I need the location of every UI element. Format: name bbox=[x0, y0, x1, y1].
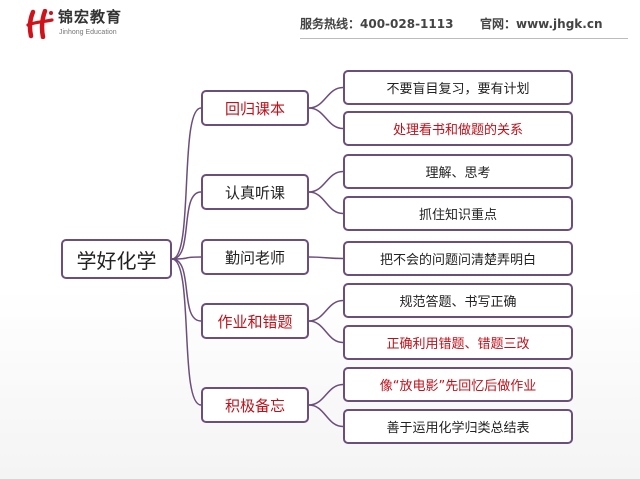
leaf-node: 把不会的问题问清楚弄明白 bbox=[343, 241, 573, 276]
leaf-node: 善于运用化学归类总结表 bbox=[343, 409, 573, 444]
leaf-node: 处理看书和做题的关系 bbox=[343, 111, 573, 146]
root-branch-connector bbox=[171, 258, 202, 406]
root-branch-connector bbox=[171, 258, 202, 322]
header: 锦宏教育 Jinhong Education 服务热线：400-028-1113… bbox=[0, 0, 640, 46]
branch-leaf-connector bbox=[308, 170, 344, 193]
hotline-text: 服务热线：400-028-1113 bbox=[300, 17, 454, 31]
branch-node: 作业和错题 bbox=[201, 303, 309, 339]
leaf-node: 像“放电影”先回忆后做作业 bbox=[343, 367, 573, 402]
branch-leaf-connector bbox=[308, 404, 344, 428]
root-branch-connector bbox=[171, 191, 202, 260]
branch-leaf-connector bbox=[308, 256, 344, 260]
leaf-node: 抓住知识重点 bbox=[343, 196, 573, 231]
logo-subtitle: Jinhong Education bbox=[59, 29, 117, 36]
jinhong-logo-icon bbox=[26, 9, 54, 39]
branch-leaf-connector bbox=[308, 191, 344, 215]
leaf-node: 不要盲目复习，要有计划 bbox=[343, 70, 573, 105]
branch-leaf-connector bbox=[308, 320, 344, 344]
branch-leaf-connector bbox=[308, 107, 344, 130]
branch-leaf-connector bbox=[308, 383, 344, 406]
branch-node: 回归课本 bbox=[201, 90, 309, 126]
branch-leaf-connector bbox=[308, 86, 344, 109]
header-divider bbox=[300, 38, 628, 39]
branch-leaf-connector bbox=[308, 299, 344, 322]
logo-text: 锦宏教育 bbox=[58, 8, 123, 26]
leaf-node: 正确利用错题、错题三改 bbox=[343, 325, 573, 360]
root-node: 学好化学 bbox=[61, 239, 172, 279]
leaf-node: 理解、思考 bbox=[343, 154, 573, 189]
root-branch-connector bbox=[171, 107, 202, 260]
leaf-node: 规范答题、书写正确 bbox=[343, 283, 573, 318]
branch-node: 勤问老师 bbox=[201, 239, 309, 275]
branch-node: 积极备忘 bbox=[201, 387, 309, 423]
branch-node: 认真听课 bbox=[201, 174, 309, 210]
website-text: 官网：www.jhgk.cn bbox=[480, 17, 603, 31]
root-branch-connector bbox=[171, 256, 202, 260]
